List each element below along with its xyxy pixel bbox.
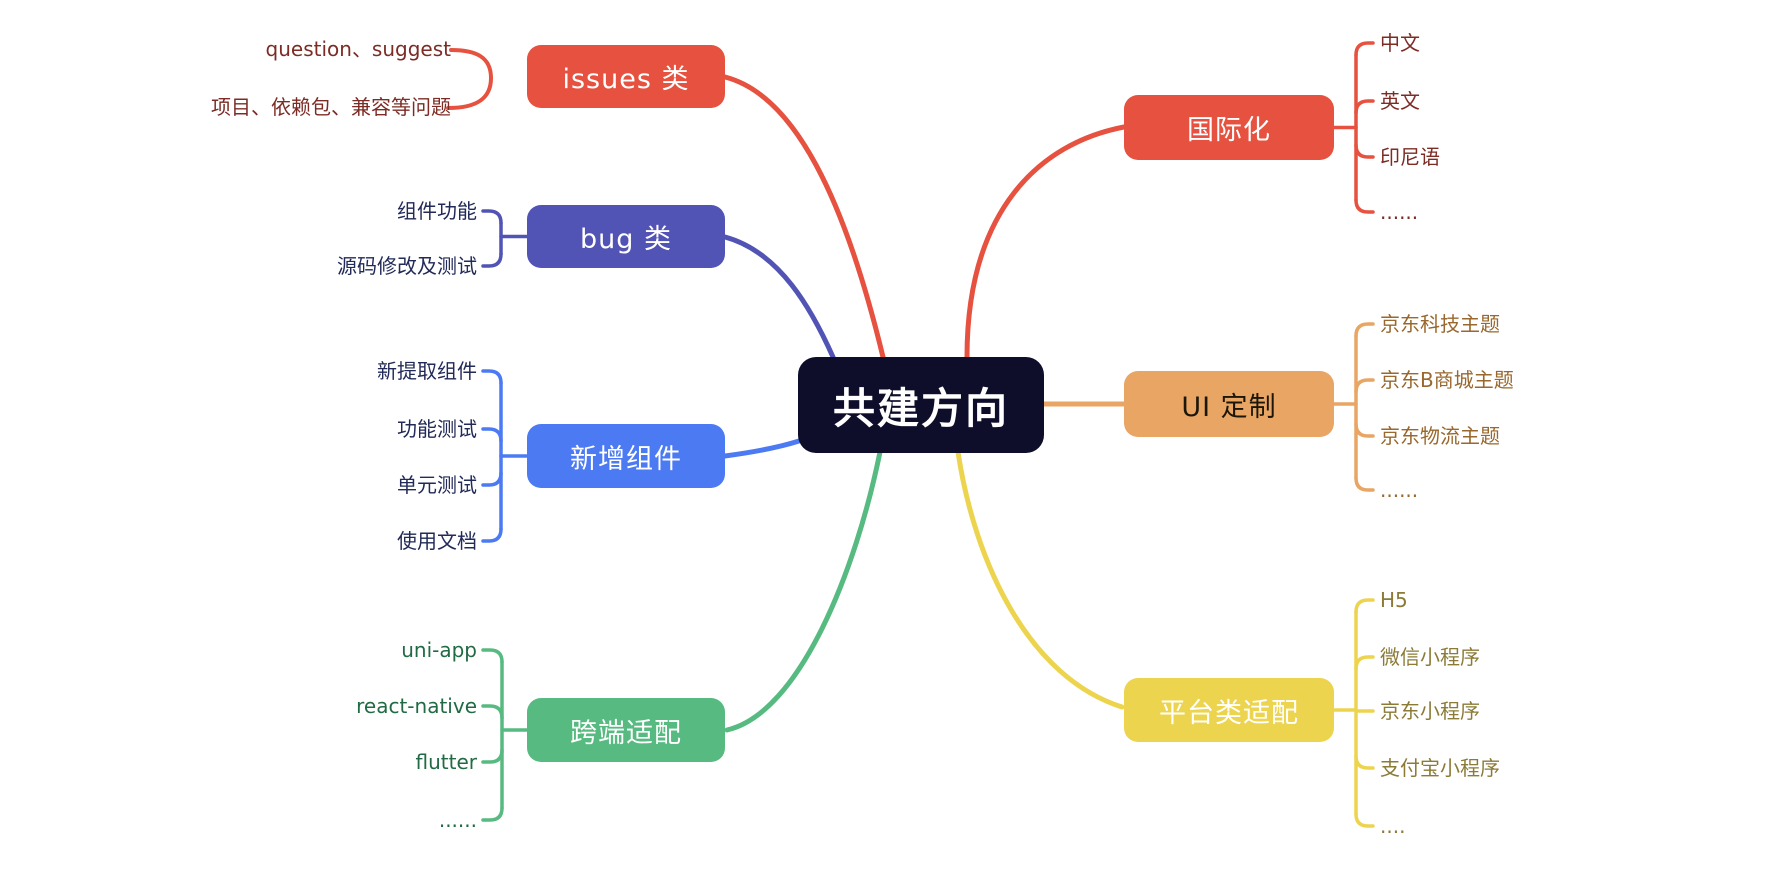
branch-node-issues[interactable]: issues 类 bbox=[527, 45, 725, 108]
branch-node-label: 国际化 bbox=[1187, 115, 1271, 146]
branch-node-bug[interactable]: bug 类 bbox=[527, 205, 725, 268]
leaf-topic-issues-0[interactable]: question、suggest bbox=[265, 37, 451, 61]
connector-path bbox=[722, 234, 836, 360]
central-node[interactable]: 共建方向 bbox=[798, 357, 1044, 453]
connector-path bbox=[481, 252, 503, 268]
connector-path bbox=[1354, 655, 1375, 671]
branch-node-label: issues 类 bbox=[562, 64, 690, 95]
connector-path bbox=[481, 704, 504, 720]
connector-path bbox=[481, 369, 503, 385]
leaf-topic-i18n-1[interactable]: 英文 bbox=[1380, 89, 1420, 113]
central-node-label: 共建方向 bbox=[832, 383, 1009, 433]
leaf-topic-cross-platform-1[interactable]: react-native bbox=[356, 694, 477, 718]
branch-node-label: UI 定制 bbox=[1181, 391, 1277, 423]
connector-path bbox=[722, 74, 886, 360]
connector-path bbox=[964, 124, 1127, 360]
leaf-topic-new-components-1[interactable]: 功能测试 bbox=[397, 417, 477, 441]
connector-path bbox=[481, 427, 503, 443]
branch-node-platform[interactable]: 平台类适配 bbox=[1124, 678, 1334, 742]
leaf-topic-ui-custom-3[interactable]: ...... bbox=[1380, 478, 1419, 502]
connector-path bbox=[1354, 99, 1375, 115]
leaf-topic-ui-custom-1[interactable]: 京东B商城主题 bbox=[1380, 368, 1514, 392]
leaf-topic-platform-2[interactable]: 京东小程序 bbox=[1380, 699, 1480, 723]
connector-path bbox=[1354, 378, 1375, 394]
leaf-topic-new-components-2[interactable]: 单元测试 bbox=[397, 473, 477, 497]
leaf-topic-platform-0[interactable]: H5 bbox=[1380, 588, 1408, 612]
connector-path bbox=[446, 76, 493, 110]
leaf-topic-i18n-3[interactable]: ...... bbox=[1380, 200, 1419, 224]
connector-path bbox=[955, 449, 1125, 710]
connector-path bbox=[724, 449, 883, 733]
connector-path bbox=[1354, 422, 1375, 438]
leaf-topic-bug-0[interactable]: 组件功能 bbox=[397, 199, 477, 223]
connector-path bbox=[1354, 143, 1375, 159]
leaf-topic-cross-platform-0[interactable]: uni-app bbox=[401, 638, 477, 662]
connector-path bbox=[722, 438, 802, 459]
branch-node-label: bug 类 bbox=[580, 224, 672, 255]
leaf-topic-bug-1[interactable]: 源码修改及测试 bbox=[337, 254, 477, 278]
connector-path bbox=[1354, 41, 1375, 57]
connector-path bbox=[1354, 322, 1375, 338]
connector-path bbox=[481, 806, 504, 822]
leaf-topic-i18n-2[interactable]: 印尼语 bbox=[1380, 145, 1440, 169]
leaf-topic-ui-custom-0[interactable]: 京东科技主题 bbox=[1380, 312, 1500, 336]
connector-path bbox=[1354, 476, 1375, 492]
leaf-topic-cross-platform-2[interactable]: flutter bbox=[415, 750, 477, 774]
connector-path bbox=[481, 748, 504, 764]
leaf-topic-ui-custom-2[interactable]: 京东物流主题 bbox=[1380, 424, 1500, 448]
branch-node-label: 新增组件 bbox=[570, 443, 682, 475]
branch-node-i18n[interactable]: 国际化 bbox=[1124, 95, 1334, 160]
branch-node-cross-platform[interactable]: 跨端适配 bbox=[527, 698, 725, 762]
connector-path bbox=[1354, 598, 1375, 614]
branch-node-label: 平台类适配 bbox=[1159, 697, 1299, 729]
connector-path bbox=[481, 471, 503, 487]
connector-path bbox=[481, 527, 503, 543]
leaf-topic-new-components-3[interactable]: 使用文档 bbox=[397, 529, 477, 553]
branch-node-new-components[interactable]: 新增组件 bbox=[527, 424, 725, 488]
connector-path bbox=[481, 648, 504, 664]
leaf-topic-platform-3[interactable]: 支付宝小程序 bbox=[1380, 756, 1500, 780]
leaf-topic-cross-platform-3[interactable]: ...... bbox=[438, 808, 477, 832]
leaf-topic-platform-4[interactable]: .... bbox=[1380, 814, 1406, 838]
leaf-topic-new-components-0[interactable]: 新提取组件 bbox=[377, 359, 477, 383]
leaf-topic-issues-1[interactable]: 项目、依赖包、兼容等问题 bbox=[211, 95, 451, 119]
branch-node-label: 跨端适配 bbox=[570, 717, 682, 749]
leaf-topic-i18n-0[interactable]: 中文 bbox=[1380, 31, 1420, 55]
branch-node-ui-custom[interactable]: UI 定制 bbox=[1124, 371, 1334, 437]
connector-path bbox=[1354, 754, 1375, 770]
connector-path bbox=[1354, 812, 1375, 828]
connector-path bbox=[449, 48, 493, 80]
connector-path bbox=[1354, 198, 1375, 214]
connector-path bbox=[481, 209, 503, 225]
leaf-topic-platform-1[interactable]: 微信小程序 bbox=[1380, 645, 1480, 669]
